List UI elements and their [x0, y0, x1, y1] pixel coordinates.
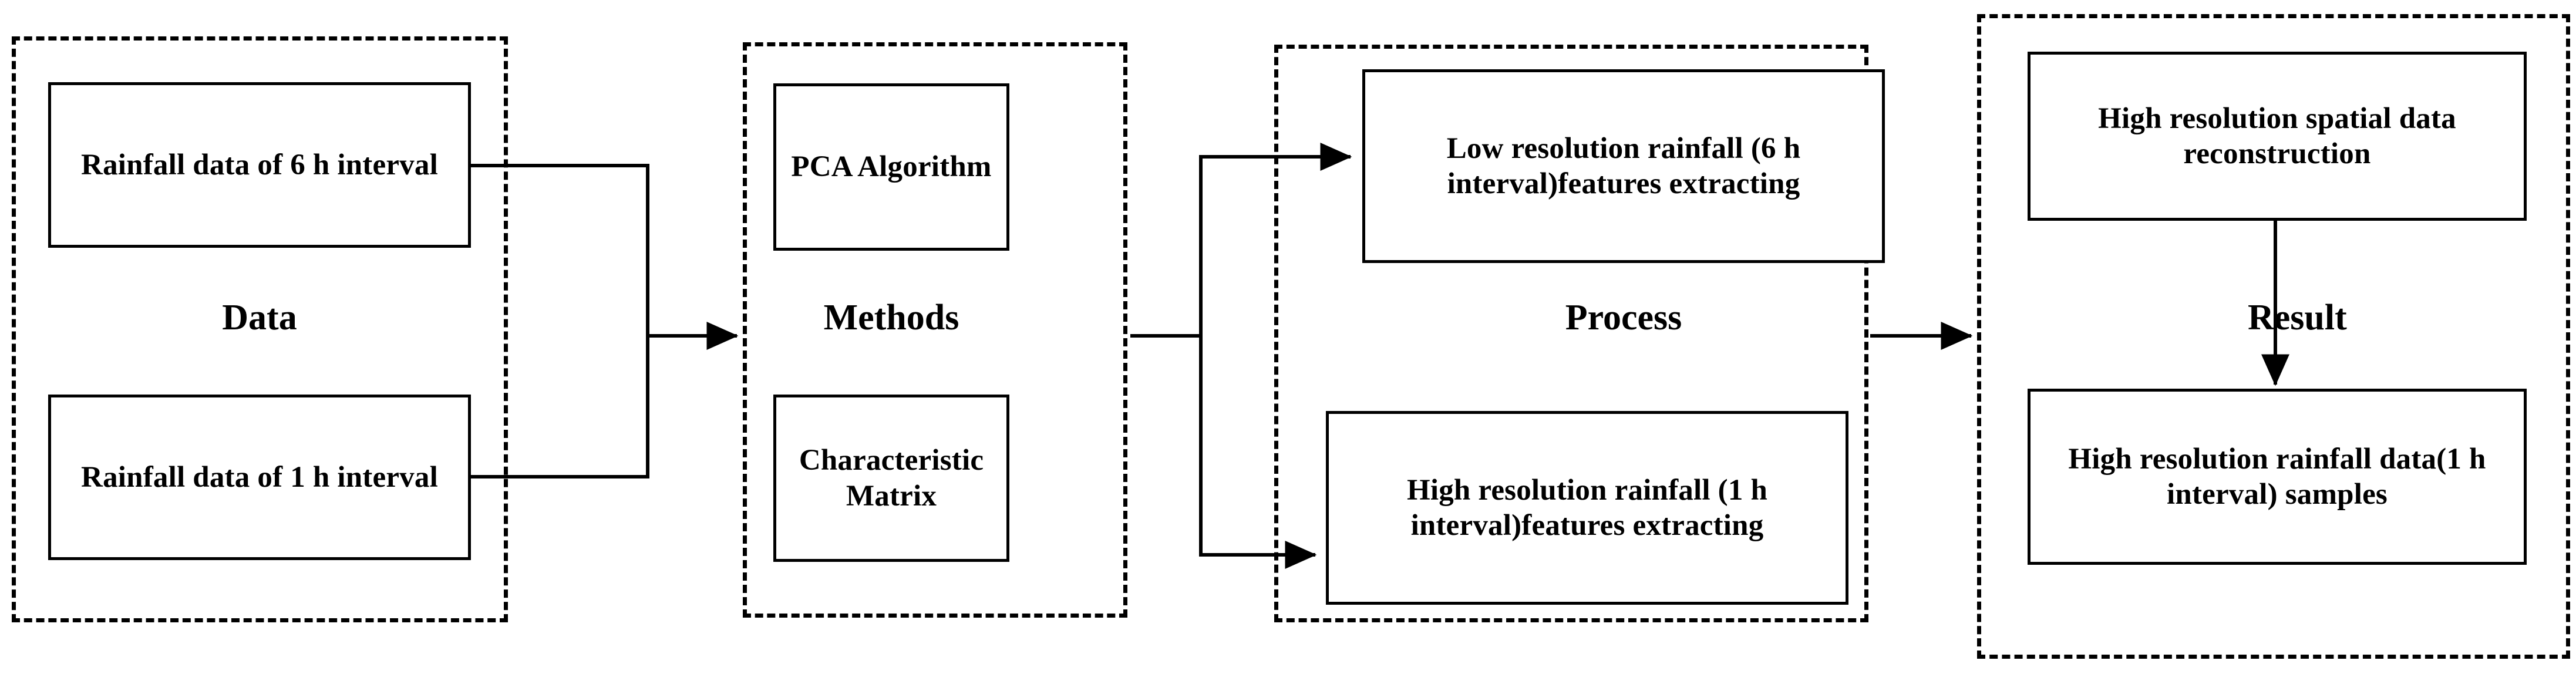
group-label-methods: Methods — [773, 299, 1009, 336]
group-label-process-text: Process — [1565, 298, 1682, 338]
node-low-resolution-extracting-label: Low resolution rainfall (6 h interval)fe… — [1446, 132, 1801, 200]
group-label-process: Process — [1362, 299, 1885, 336]
node-pca-algorithm: PCA Algorithm — [773, 83, 1009, 251]
group-label-result-text: Result — [2248, 298, 2347, 338]
node-characteristic-matrix-label: Characteristic Matrix — [799, 444, 984, 513]
node-spatial-reconstruction: High resolution spatial data reconstruct… — [2028, 52, 2527, 221]
group-label-data: Data — [48, 299, 471, 336]
connector-data-to-methods — [471, 164, 739, 478]
group-methods — [743, 42, 1127, 618]
group-label-methods-text: Methods — [823, 298, 959, 338]
node-rainfall-1h: Rainfall data of 1 h interval — [48, 395, 471, 560]
group-label-data-text: Data — [222, 298, 297, 338]
node-high-res-samples: High resolution rainfall data(1 h interv… — [2028, 389, 2527, 565]
node-high-res-samples-label: High resolution rainfall data(1 h interv… — [2068, 442, 2486, 511]
node-characteristic-matrix: Characteristic Matrix — [773, 395, 1009, 562]
node-rainfall-1h-label: Rainfall data of 1 h interval — [81, 460, 438, 494]
node-rainfall-6h-label: Rainfall data of 6 h interval — [81, 148, 438, 181]
node-low-resolution-extracting: Low resolution rainfall (6 h interval)fe… — [1362, 69, 1885, 263]
node-spatial-reconstruction-label: High resolution spatial data reconstruct… — [2098, 102, 2456, 170]
group-result — [1977, 14, 2570, 659]
node-rainfall-6h: Rainfall data of 6 h interval — [48, 82, 471, 248]
node-high-resolution-extracting: High resolution rainfall (1 h interval)f… — [1326, 411, 1848, 605]
node-pca-algorithm-label: PCA Algorithm — [791, 150, 992, 184]
node-high-resolution-extracting-label: High resolution rainfall (1 h interval)f… — [1406, 473, 1768, 542]
group-label-result: Result — [2248, 299, 2483, 336]
